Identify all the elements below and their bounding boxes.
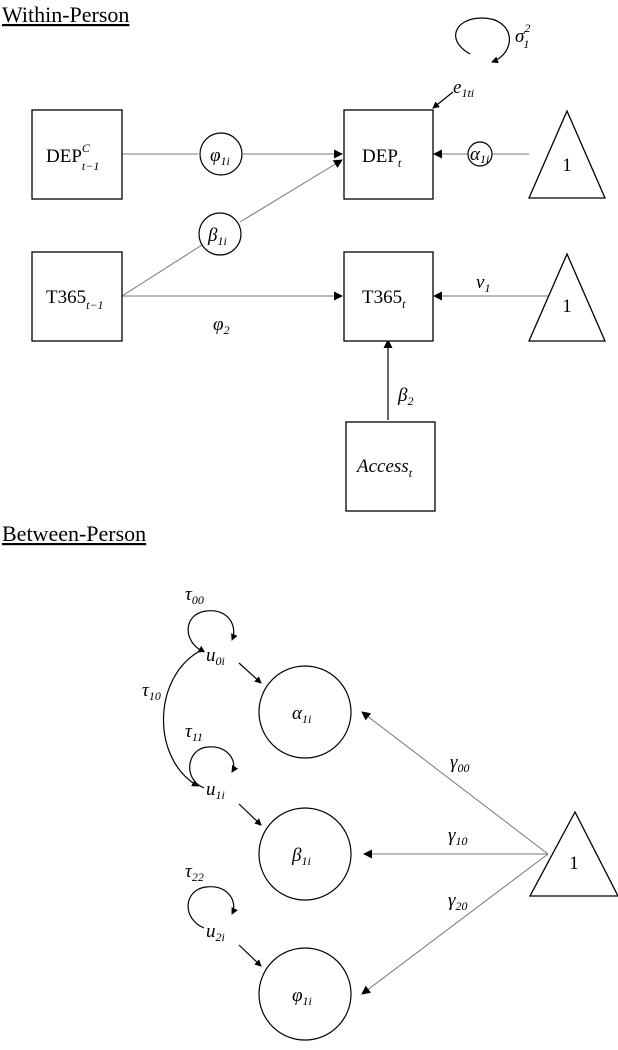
phi2-label: φ2 [213,314,230,337]
phi1-label: φ1i [210,145,230,168]
tau22-loop [187,886,238,929]
t365-lag-label: T365t−1 [46,287,104,312]
u0-label: u0i [206,645,225,668]
dep-label: DEPt [362,146,402,170]
alpha1-random-intercept [467,141,493,167]
edge-const-phi [361,853,549,995]
edge-u2-phi [238,944,262,967]
gamma00-label: γ00 [450,752,470,775]
e1-residual-label: e1ti [453,77,474,100]
edge-u1-beta [238,803,262,826]
phi1-random-slope [199,132,243,176]
beta-random-effect [258,807,352,901]
sigma-variance-loop [455,17,510,64]
beta1-label: β1i [207,225,227,248]
tau10-label: τ10 [142,680,161,703]
constant-upper-label: 1 [562,155,572,176]
access-box [345,421,436,512]
within-person-heading: Within-Person [2,2,129,27]
edge-u0-alpha [238,662,262,684]
between-person-heading: Between-Person [2,521,146,546]
phi-label: φ1i [292,985,312,1008]
tau00-loop [187,610,238,653]
alpha-label: α1i [292,703,311,726]
alpha-random-effect [258,665,352,759]
edge-t365lag-beta1 [121,244,203,297]
t365-box [343,251,434,342]
u2-label: u2i [206,921,225,944]
gamma20-label: γ20 [448,890,468,913]
access-label: Accesst [355,456,413,480]
tau10-covariance [162,645,205,787]
t365-lag-box [31,251,123,342]
edge-e1-dep [432,91,454,109]
beta1-random-slope [198,212,242,256]
between-constant-label: 1 [569,853,579,874]
edge-beta1-dep [239,159,343,223]
gamma10-label: γ10 [448,825,468,848]
dep-box [343,109,434,200]
dep-lag-box [31,109,123,200]
beta2-label: β2 [397,385,413,408]
beta-label: β1i [291,845,311,868]
constant-lower-label: 1 [562,296,572,317]
tau11-label: τ11 [185,721,203,744]
edge-const-alpha [361,711,549,855]
constant-triangle-lower [528,252,606,342]
t365-label: T365t [362,287,406,311]
alpha1-label: α1i [470,144,489,166]
nu1-label: ν1 [476,272,490,295]
u1-label: u1i [206,779,225,802]
tau00-label: τ00 [185,584,204,607]
constant-triangle-upper [528,109,606,199]
between-constant-triangle [528,810,618,897]
phi-random-effect [258,947,352,1041]
tau22-label: τ22 [185,861,204,884]
